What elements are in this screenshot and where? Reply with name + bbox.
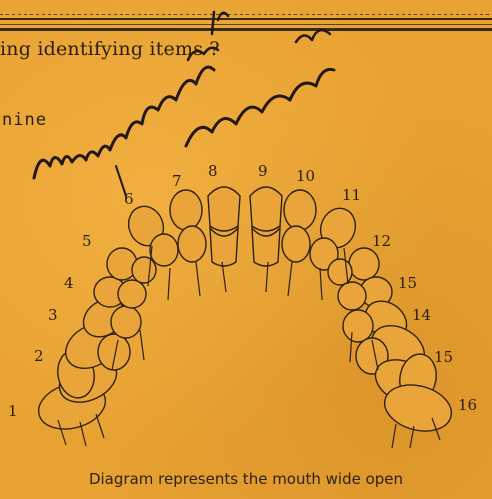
tooth-number: 10 [296, 167, 315, 185]
handwritten-annotation [34, 12, 334, 196]
tooth-number: 7 [172, 172, 182, 190]
tooth-number: 9 [258, 162, 268, 180]
tooth-number: 11 [342, 186, 361, 204]
tooth-number: 12 [372, 232, 391, 250]
left-teeth [33, 187, 240, 446]
tooth-number: 2 [34, 347, 44, 365]
tooth-number: 3 [48, 306, 58, 324]
tooth-number: 16 [458, 396, 477, 414]
tooth-number: 5 [82, 232, 92, 250]
diagram-caption: Diagram represents the mouth wide open [0, 470, 492, 488]
tooth-number: 15 [398, 274, 417, 292]
tooth-number: 8 [208, 162, 218, 180]
tooth-number: 14 [412, 306, 431, 324]
tooth-number: 4 [64, 274, 74, 292]
tooth-number: 15 [434, 348, 453, 366]
tooth-number: 1 [8, 402, 18, 420]
